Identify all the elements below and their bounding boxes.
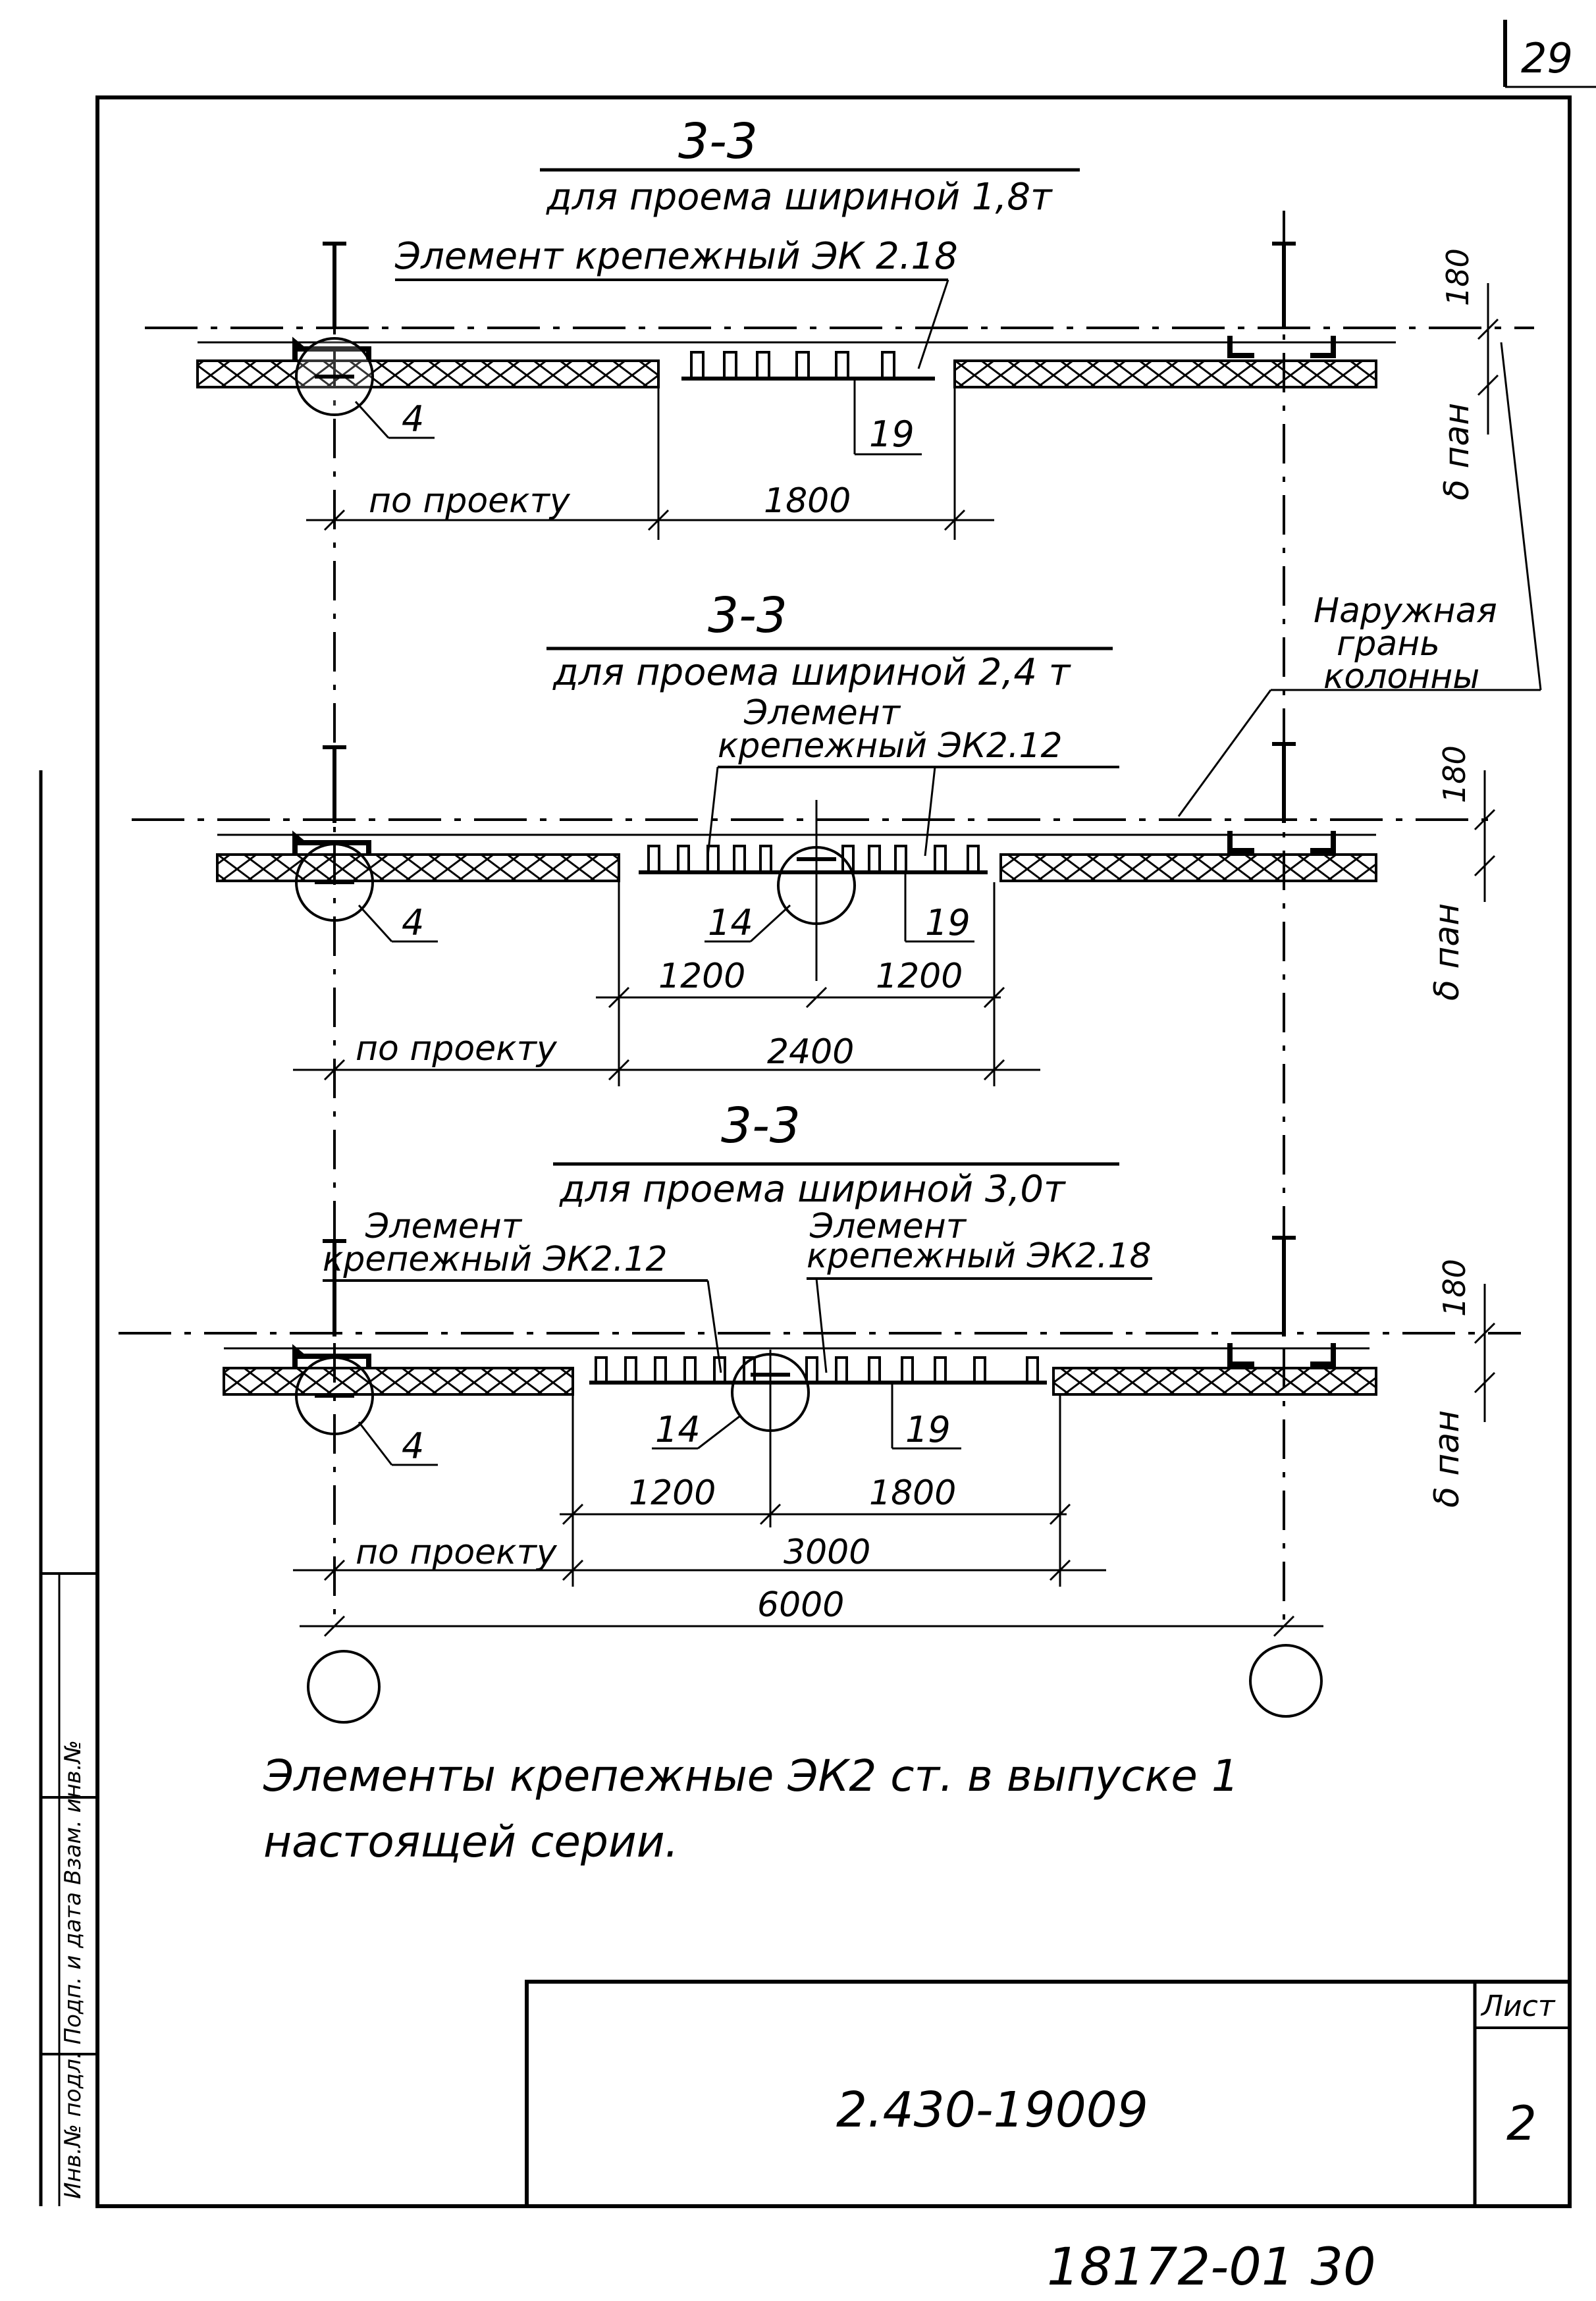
column-axes <box>333 211 1285 1626</box>
section-1-dim-left: по проекту <box>369 481 571 521</box>
section-1-title: 3-3 <box>678 113 758 170</box>
section-2-dim-delta: δ пан <box>1427 903 1467 1001</box>
section-1-dim-delta: δ пан <box>1437 403 1477 500</box>
axis-marker-left <box>307 1650 381 1724</box>
section-3-callout-4: 4 <box>402 1425 424 1467</box>
section-2-title: 3-3 <box>708 587 787 644</box>
section-2-callout-4: 4 <box>402 902 424 943</box>
section-2-dim-sub-left: 1200 <box>658 957 745 996</box>
section-2-subtitle: для проема шириной 2,4 т <box>552 651 1071 694</box>
section-3-dim-sub-left: 1200 <box>629 1473 716 1513</box>
svg-text:Наружная: Наружная <box>1314 591 1497 631</box>
drawing-designation: 2.430-19009 <box>836 2082 1148 2138</box>
section-2-dim-right: 2400 <box>767 1032 854 1072</box>
binding-strip-text: Инв.№ подл. Подп. и дата Взам. инв.№ <box>60 1740 86 2199</box>
section-3: 3-3 для проема шириной 3,0т Элемент креп… <box>119 1098 1521 1637</box>
section-1-callout-4: 4 <box>402 398 424 440</box>
section-2-dim-180: 180 <box>1437 745 1472 803</box>
section-1: 3-3 для проема шириной 1,8т Элемент креп… <box>145 113 1534 540</box>
drawing-frame <box>95 95 1572 2208</box>
section-3-title: 3-3 <box>721 1098 801 1154</box>
page-number: 29 <box>1521 34 1573 82</box>
section-3-element-left-1: Элемент <box>365 1207 523 1246</box>
section-2-element-1: Элемент <box>743 693 901 733</box>
outer-face-label: Наружная грань колонны <box>1177 342 1542 817</box>
section-3-dim-sub-right: 1800 <box>869 1473 956 1513</box>
section-2-dim-left: по проекту <box>356 1029 558 1069</box>
section-1-dim-180: 180 <box>1440 248 1476 306</box>
axis-marker-right <box>1249 1644 1323 1718</box>
section-2-element-2: крепежный ЭК2.12 <box>718 726 1063 766</box>
section-2-callout-19: 19 <box>925 902 971 943</box>
section-3-element-right-2: крепежный ЭК2.18 <box>807 1236 1152 1276</box>
title-block: 2.430-19009 Лист 2 <box>525 1980 1572 2208</box>
section-3-callout-14: 14 <box>655 1409 701 1450</box>
section-3-dim-delta: δ пан <box>1427 1410 1467 1508</box>
note-line-1: Элементы крепежные ЭК2 ст. в выпуске 1 <box>263 1751 1239 1801</box>
section-2-callout-14: 14 <box>708 902 753 943</box>
binding-strip: Инв.№ подл. Подп. и дата Взам. инв.№ <box>39 770 97 2206</box>
note-line-2: настоящей серии. <box>263 1816 679 1867</box>
svg-text:грань: грань <box>1337 624 1440 664</box>
section-2: 3-3 для проема шириной 2,4 т Элемент кре… <box>132 587 1501 1086</box>
section-3-element-right-1: Элемент <box>809 1207 967 1246</box>
section-1-subtitle: для проема шириной 1,8т <box>546 176 1053 219</box>
sheet-label: Лист <box>1480 1990 1556 2023</box>
section-1-dim-right: 1800 <box>764 481 851 521</box>
section-3-callout-19: 19 <box>905 1409 951 1450</box>
section-3-dim-left: по проекту <box>356 1533 558 1572</box>
section-3-dim-180: 180 <box>1437 1259 1472 1317</box>
section-3-dim-total: 6000 <box>757 1585 844 1625</box>
section-2-dim-sub-right: 1200 <box>876 957 963 996</box>
section-3-dim-right: 3000 <box>784 1533 870 1572</box>
section-3-element-left-2: крепежный ЭК2.12 <box>323 1240 668 1279</box>
footer-code: 18172-01 30 <box>1047 2238 1376 2297</box>
sheet-number: 2 <box>1506 2096 1537 2151</box>
section-1-callout-19: 19 <box>869 413 915 455</box>
section-3-subtitle: для проема шириной 3,0т <box>559 1168 1066 1211</box>
section-1-element-label: Элемент крепежный ЭК 2.18 <box>394 235 958 278</box>
